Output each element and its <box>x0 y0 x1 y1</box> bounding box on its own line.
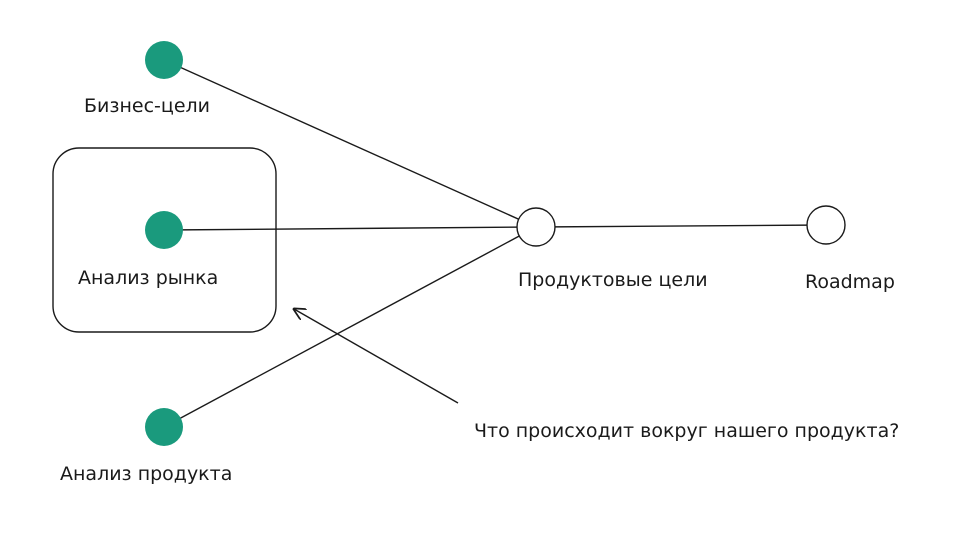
roadmap-node <box>806 205 846 245</box>
business-goals-label: Бизнес-цели <box>84 95 211 117</box>
market-analysis-label: Анализ рынка <box>78 267 219 289</box>
connector-market-analysis-to-product-goals <box>163 226 537 231</box>
business-goals-node <box>145 41 183 79</box>
connector-product-analysis-to-product-goals <box>163 226 537 428</box>
connector-product-goals-to-roadmap <box>535 224 827 228</box>
market-analysis-highlight-box <box>52 147 277 333</box>
annotation-arrow <box>294 309 459 404</box>
product-analysis-label: Анализ продукта <box>60 463 233 485</box>
product-goals-label-line1: Продуктовые <box>518 269 653 291</box>
product-goals-label: Продуктовые цели <box>518 266 708 294</box>
annotation-text-line1: Что происходит вокруг <box>474 420 708 442</box>
annotation-text-line2: нашего продукта? <box>713 420 900 442</box>
product-goals-label-line2: цели <box>658 269 708 291</box>
roadmap-label: Roadmap <box>805 271 895 293</box>
annotation-text: Что происходит вокруг нашего продукта? <box>474 417 899 445</box>
product-analysis-node <box>145 408 183 446</box>
market-analysis-node <box>145 211 183 249</box>
connector-business-goals-to-product-goals <box>163 59 537 228</box>
product-goals-node <box>516 207 556 247</box>
